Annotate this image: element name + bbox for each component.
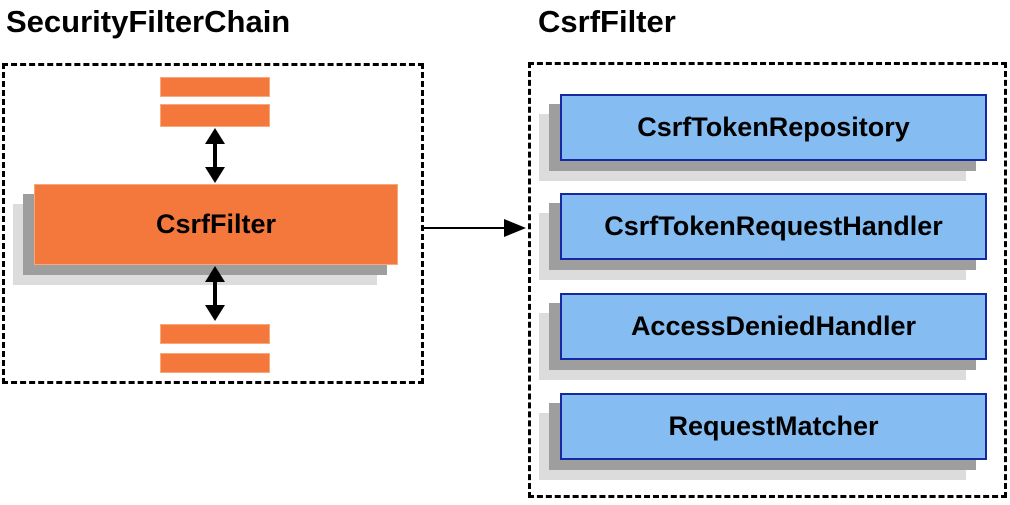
filter-placeholder-bar bbox=[160, 324, 270, 344]
filter-placeholder-bar bbox=[160, 104, 270, 127]
component-label: CsrfTokenRequestHandler bbox=[604, 211, 943, 241]
csrf-filter-title: CsrfFilter bbox=[538, 4, 676, 39]
csrf-filter-node: CsrfFilter bbox=[34, 184, 398, 265]
component-label: CsrfTokenRepository bbox=[637, 112, 910, 142]
filter-placeholder-bar bbox=[160, 77, 270, 97]
filter-placeholder-bar bbox=[160, 353, 270, 373]
component-box-csrf-token-request-handler: CsrfTokenRequestHandler bbox=[560, 193, 987, 260]
component-label: RequestMatcher bbox=[668, 411, 879, 441]
component-box-access-denied-handler: AccessDeniedHandler bbox=[560, 293, 987, 360]
security-filter-chain-container bbox=[2, 63, 424, 384]
component-box-request-matcher: RequestMatcher bbox=[560, 393, 987, 460]
component-label: AccessDeniedHandler bbox=[630, 311, 917, 341]
security-filter-chain-title: SecurityFilterChain bbox=[6, 4, 291, 39]
delegation-arrow-icon bbox=[424, 219, 526, 237]
csrf-filter-components-container bbox=[528, 62, 1007, 498]
component-box-csrf-token-repository: CsrfTokenRepository bbox=[560, 94, 987, 161]
csrf-filter-node-label: CsrfFilter bbox=[155, 209, 277, 239]
